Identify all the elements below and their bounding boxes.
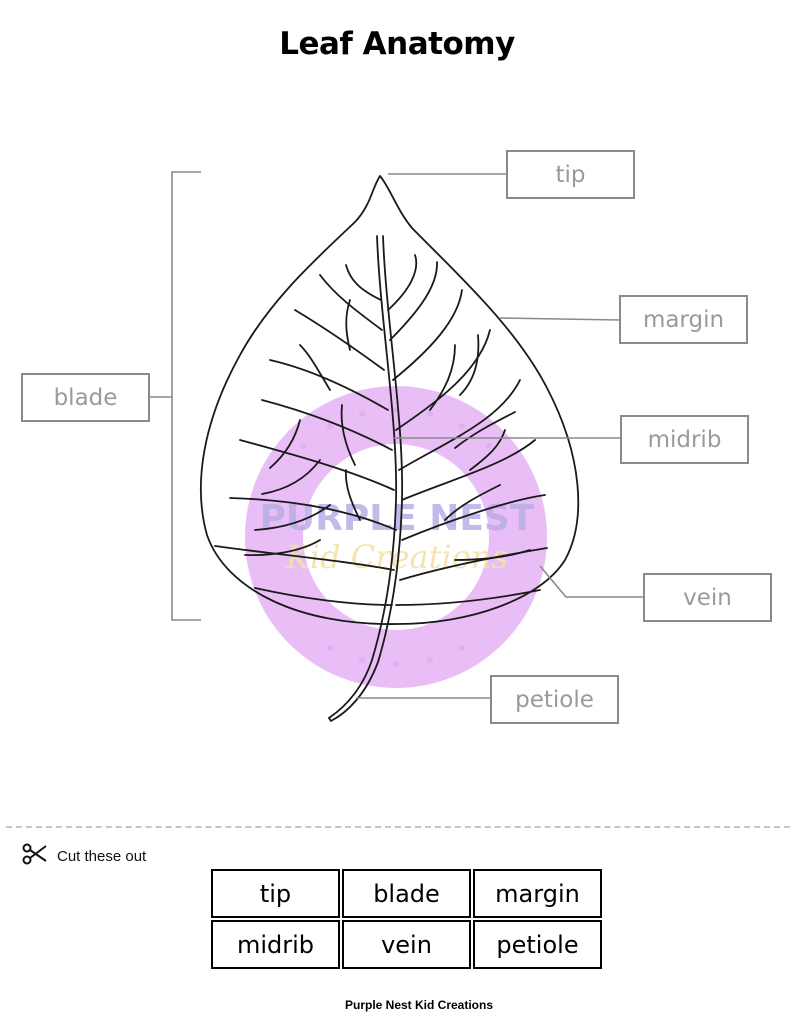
card-vein[interactable]: vein (342, 920, 471, 969)
leader-lines (150, 171, 644, 699)
vein-leader (539, 565, 644, 598)
cutout-cards: tip blade margin midrib vein petiole (211, 869, 602, 969)
margin-leader (499, 317, 621, 321)
footer-credit: Purple Nest Kid Creations (344, 998, 494, 1012)
cut-line (6, 826, 790, 828)
label-box-midrib[interactable]: midrib (620, 415, 749, 464)
card-petiole[interactable]: petiole (473, 920, 602, 969)
card-blade[interactable]: blade (342, 869, 471, 918)
label-box-margin[interactable]: margin (619, 295, 748, 344)
card-margin[interactable]: margin (473, 869, 602, 918)
leaf-outline (199, 175, 580, 625)
card-tip[interactable]: tip (211, 869, 340, 918)
watermark: PURPLE NEST Kid Creations (245, 386, 547, 688)
midrib-line (328, 235, 398, 719)
leaf-diagram: PURPLE NEST Kid Creations (150, 171, 644, 722)
label-box-blade[interactable]: blade (21, 373, 150, 422)
cut-text: Cut these out (57, 847, 147, 865)
label-box-tip[interactable]: tip (506, 150, 635, 199)
cut-instruction: Cut these out (22, 842, 146, 870)
page-title: Leaf Anatomy (279, 26, 515, 62)
label-box-vein[interactable]: vein (643, 573, 772, 622)
card-midrib[interactable]: midrib (211, 920, 340, 969)
label-box-petiole[interactable]: petiole (490, 675, 619, 724)
vein-line (387, 254, 418, 311)
scissors-icon (22, 842, 48, 870)
blade-bracket (171, 171, 201, 621)
leaf-drawing (199, 175, 580, 722)
